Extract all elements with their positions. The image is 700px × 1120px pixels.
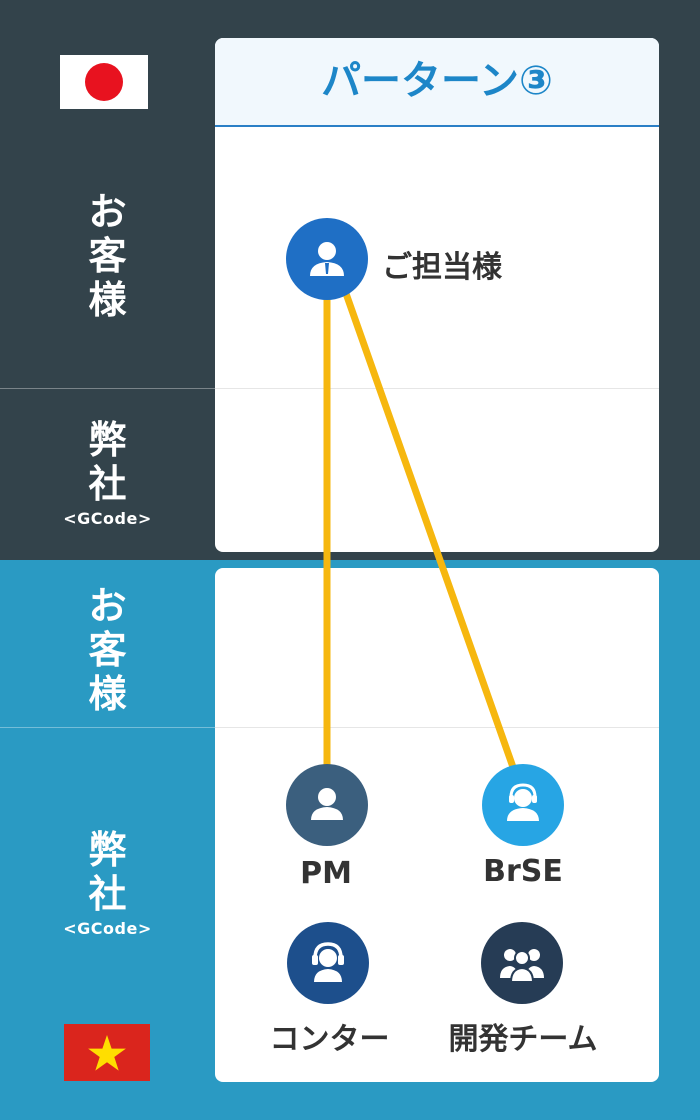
- left-divider-top: [0, 388, 215, 389]
- char: 弊: [88, 828, 127, 872]
- side-label-bottom-company: 弊 社 <GCode>: [0, 828, 215, 940]
- row-guide-top: [215, 388, 659, 389]
- char: 弊: [88, 418, 127, 462]
- client-label: ご担当様: [382, 250, 502, 285]
- team-icon: [481, 922, 563, 1004]
- row-guide-bottom: [215, 727, 659, 728]
- brse-label: BrSE: [483, 854, 563, 889]
- char: 客: [88, 234, 127, 278]
- pm-label: PM: [300, 856, 352, 891]
- comtor-label: コンター: [269, 1022, 390, 1057]
- dev-team-label: 開発チーム: [448, 1022, 598, 1057]
- pattern-card-japan: パーターン③: [215, 38, 659, 552]
- left-divider-bottom: [0, 727, 215, 728]
- char: 社: [88, 872, 127, 916]
- vietnam-flag-icon: [64, 1024, 150, 1081]
- company-code: <GCode>: [63, 919, 152, 938]
- headset-person-icon: [482, 764, 564, 846]
- char: 様: [88, 278, 127, 322]
- page-title: パーターン③: [321, 58, 553, 104]
- char: お: [88, 190, 127, 234]
- char: 客: [88, 628, 127, 672]
- char: 社: [88, 462, 127, 506]
- side-label-bottom-customer: お 客 様: [0, 584, 215, 716]
- side-label-top-customer: お 客 様: [0, 190, 215, 322]
- business-person-icon: [286, 218, 368, 300]
- person-icon: [286, 764, 368, 846]
- char: 様: [88, 672, 127, 716]
- japan-flag-icon: [60, 55, 148, 109]
- side-label-top-company: 弊 社 <GCode>: [0, 418, 215, 530]
- card-header: パーターン③: [215, 38, 659, 127]
- connector-client-brse: [339, 281, 518, 774]
- company-code: <GCode>: [63, 509, 152, 528]
- char: お: [88, 584, 127, 628]
- headset-icon: [287, 922, 369, 1004]
- pattern-card-vietnam: [215, 568, 659, 1082]
